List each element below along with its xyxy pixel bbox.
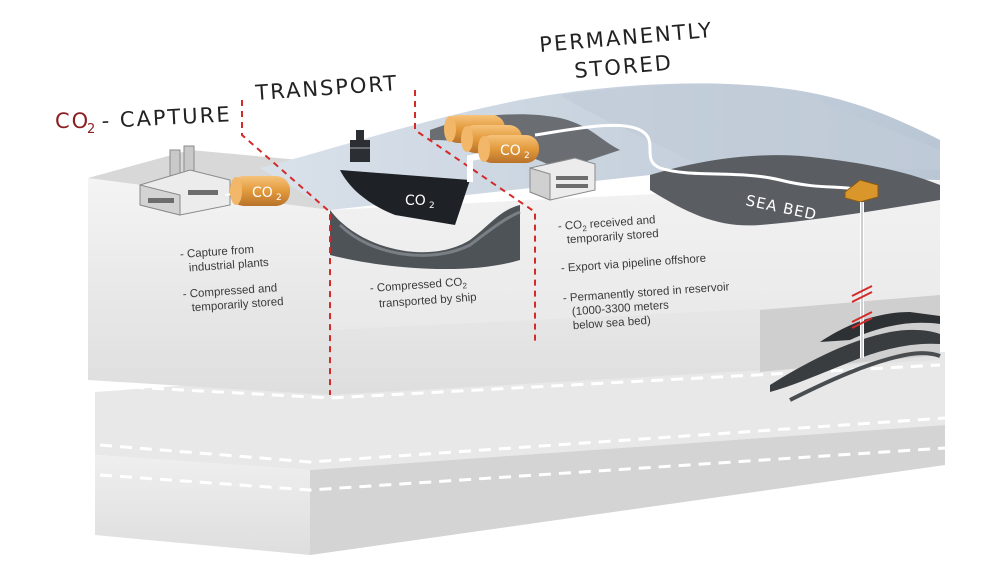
capture-heading-co2: CO [55,109,90,133]
divider-transport-storage [414,90,536,345]
capture-heading-text: - CAPTURE [101,102,232,133]
capture-heading: CO 2 - CAPTURE [55,102,232,137]
storage-tank-label: CO [500,143,521,159]
stored-heading-line2: STORED [573,50,673,83]
stored-heading-line1: PERMANENTLY [538,18,714,57]
wellhead-icon [844,179,879,358]
transport-heading: TRANSPORT [254,71,399,105]
svg-text:2: 2 [524,151,530,161]
reservoir-layers [770,312,941,402]
offshore-pipeline [534,123,861,192]
factory-tank-label: CO [252,185,273,201]
svg-text:2: 2 [429,201,435,211]
divider-capture-transport [241,100,331,395]
ship-label: CO [405,193,426,209]
factory-co2-tank: CO 2 [230,176,290,206]
svg-text:below sea bed): below sea bed) [572,315,651,332]
svg-text:2: 2 [87,122,97,137]
dividers [241,90,536,395]
upper-slab [88,178,941,400]
svg-text:industrial plants: industrial plants [189,257,270,275]
storage-building-icon [529,157,596,201]
ship-icon: CO 2 [340,130,470,225]
factory-icon [139,145,231,216]
svg-text:- Capture from: - Capture from [180,244,255,261]
svg-text:2: 2 [276,193,282,203]
storage-co2-tanks: CO 2 [444,115,539,163]
svg-text:- CO2 received and: - CO2 received and [558,214,657,235]
